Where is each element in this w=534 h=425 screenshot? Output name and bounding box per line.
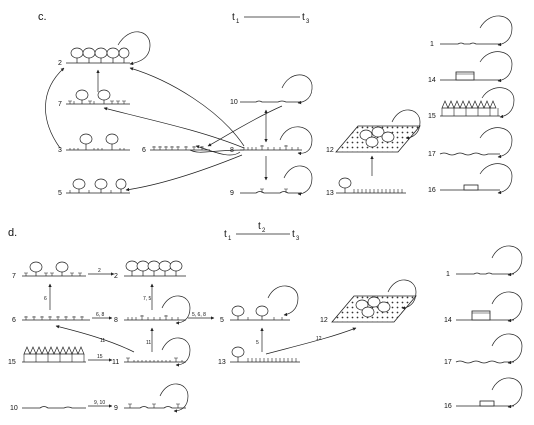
c-node-6: 6 <box>142 146 210 154</box>
svg-text:10: 10 <box>10 405 18 412</box>
panel-d-letter: d. <box>8 227 17 239</box>
svg-text:8: 8 <box>114 317 118 324</box>
d-node-5: 5 <box>220 285 299 324</box>
c-node-2: 2 <box>58 31 151 67</box>
svg-text:6: 6 <box>12 317 16 324</box>
d-legend-16: 16 <box>444 377 523 410</box>
c-node-10: 10 <box>230 74 313 106</box>
svg-text:5: 5 <box>256 340 259 346</box>
c-legend-1: 1 <box>430 15 513 48</box>
panel-c-time-end-sub: 3 <box>306 19 310 25</box>
svg-text:6, 8: 6, 8 <box>96 312 105 318</box>
panel-d-edge-labels: 2 6, 8 5, 6, 8 6 7, 5 11 11 15 5 12 9, 1… <box>44 268 322 406</box>
svg-text:2: 2 <box>58 60 62 67</box>
panel-d-time-arrow: t 1 t 2 t 3 <box>224 221 300 242</box>
c-node-9: 9 <box>230 165 313 197</box>
svg-text:13: 13 <box>218 359 226 366</box>
panel-c-legend: 1 14 15 17 <box>428 15 515 195</box>
svg-text:7: 7 <box>58 101 62 108</box>
c-legend-16: 16 <box>428 163 513 195</box>
svg-text:5: 5 <box>220 317 224 324</box>
svg-text:6: 6 <box>44 296 47 302</box>
svg-text:14: 14 <box>444 317 452 324</box>
c-legend-14: 14 <box>428 51 513 84</box>
d-node-13: 13 <box>218 346 300 366</box>
svg-text:t: t <box>258 221 261 232</box>
svg-text:2: 2 <box>262 228 266 234</box>
c-node-13: 13 <box>326 177 406 197</box>
svg-text:13: 13 <box>326 190 334 197</box>
svg-text:16: 16 <box>444 403 452 410</box>
svg-text:14: 14 <box>428 77 436 84</box>
d-node-9: 9 <box>114 383 189 413</box>
d-node-12: 12 <box>320 279 417 324</box>
svg-text:17: 17 <box>444 359 452 366</box>
svg-text:16: 16 <box>428 187 436 194</box>
svg-text:17: 17 <box>428 151 436 158</box>
panel-c-letter: c. <box>38 11 47 23</box>
d-node-10: 10 <box>10 405 86 412</box>
c-node-12: 12 <box>326 109 421 154</box>
svg-text:15: 15 <box>8 359 16 366</box>
panel-d-legend: 1 14 17 16 <box>444 245 523 410</box>
svg-text:6: 6 <box>142 147 146 154</box>
c-legend-17: 17 <box>428 127 513 159</box>
d-legend-14: 14 <box>444 291 523 324</box>
svg-text:7, 5: 7, 5 <box>143 296 152 302</box>
svg-text:1: 1 <box>446 271 450 278</box>
svg-text:t: t <box>292 229 295 240</box>
panel-c-time-start: t <box>232 12 235 23</box>
panel-c-time-start-sub: 1 <box>236 19 240 25</box>
d-legend-1: 1 <box>446 245 523 278</box>
d-legend-17: 17 <box>444 333 523 366</box>
panel-c-time-end: t <box>302 12 305 23</box>
svg-text:11: 11 <box>146 340 151 346</box>
svg-text:t: t <box>224 229 227 240</box>
svg-text:15: 15 <box>428 113 436 120</box>
c-node-7: 7 <box>58 89 130 108</box>
panel-c-transitions <box>45 67 374 192</box>
d-node-15: 15 <box>8 346 86 366</box>
panel-d-transitions <box>48 272 357 408</box>
c-node-5: 5 <box>58 178 130 197</box>
panel-c: c. t 1 t 3 2 7 <box>38 11 515 197</box>
svg-text:11: 11 <box>100 338 105 344</box>
panel-c-time-arrow: t 1 t 3 <box>232 12 310 25</box>
svg-text:1: 1 <box>228 236 232 242</box>
svg-text:3: 3 <box>58 147 62 154</box>
svg-text:2: 2 <box>114 273 118 280</box>
svg-text:9: 9 <box>230 190 234 197</box>
svg-text:1: 1 <box>430 41 434 48</box>
svg-text:10: 10 <box>230 99 238 106</box>
svg-text:9, 10: 9, 10 <box>94 400 105 406</box>
svg-text:3: 3 <box>296 236 300 242</box>
d-node-6: 6 <box>12 316 90 324</box>
svg-text:2: 2 <box>98 268 101 274</box>
svg-text:12: 12 <box>316 336 322 342</box>
c-node-7-shrubs <box>68 100 126 104</box>
d-node-11: 11 <box>112 337 191 367</box>
d-node-2: 2 <box>114 260 186 280</box>
svg-text:15: 15 <box>97 354 103 360</box>
svg-text:12: 12 <box>326 147 334 154</box>
svg-text:12: 12 <box>320 317 328 324</box>
svg-text:5, 6, 8: 5, 6, 8 <box>192 312 206 318</box>
svg-text:11: 11 <box>112 359 119 366</box>
panel-d: d. t 1 t 2 t 3 7 2 <box>8 221 523 413</box>
svg-text:9: 9 <box>114 405 118 412</box>
d-node-8: 8 <box>114 295 191 325</box>
svg-text:5: 5 <box>58 190 62 197</box>
svg-text:7: 7 <box>12 273 16 280</box>
c-node-3: 3 <box>58 133 130 154</box>
c-legend-15: 15 <box>428 87 515 120</box>
d-node-7: 7 <box>12 261 86 280</box>
